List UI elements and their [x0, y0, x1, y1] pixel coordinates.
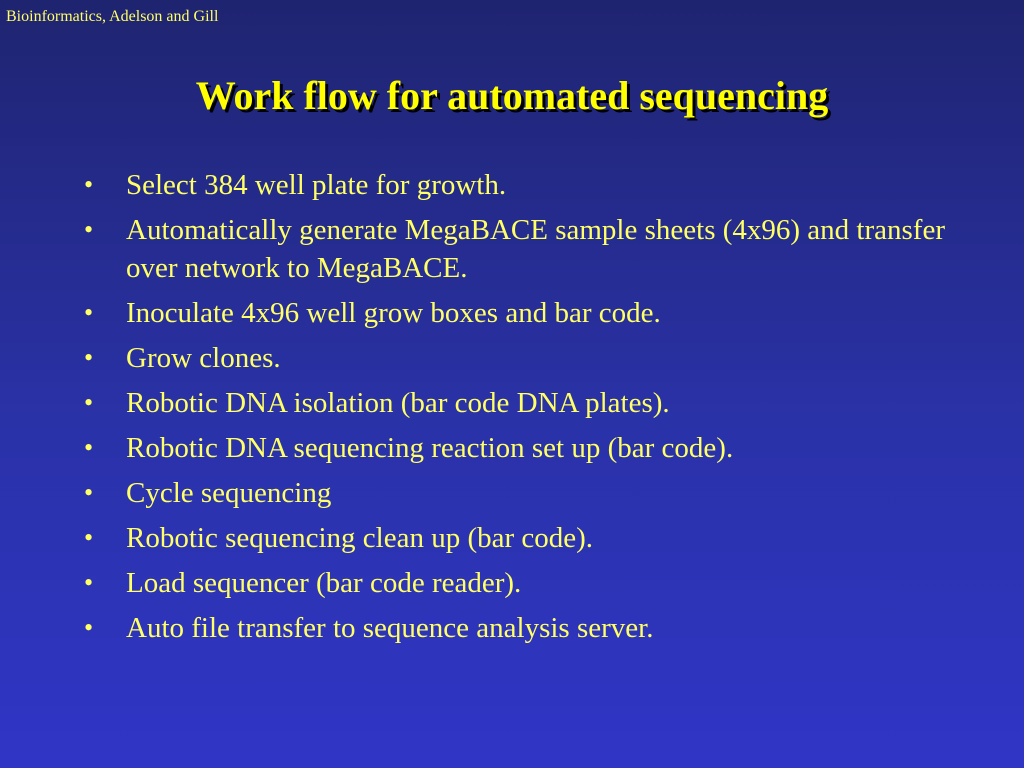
- bullet-text: Automatically generate MegaBACE sample s…: [126, 214, 945, 284]
- bullet-icon: •: [84, 298, 94, 327]
- bullet-item: • Robotic DNA sequencing reaction set up…: [84, 429, 964, 467]
- bullet-item: • Grow clones.: [84, 339, 964, 377]
- bullet-text: Select 384 well plate for growth.: [126, 169, 507, 201]
- bullet-text: Robotic sequencing clean up (bar code).: [126, 522, 594, 554]
- bullet-item: • Automatically generate MegaBACE sample…: [84, 211, 964, 287]
- bullet-item: • Load sequencer (bar code reader).: [84, 564, 964, 602]
- bullet-text: Cycle sequencing: [126, 477, 332, 509]
- bullet-icon: •: [84, 343, 94, 372]
- bullet-text: Robotic DNA isolation (bar code DNA plat…: [126, 387, 670, 419]
- bullet-text: Auto file transfer to sequence analysis …: [126, 612, 654, 644]
- slide-title: Work flow for automated sequencing: [195, 73, 829, 118]
- bullet-icon: •: [84, 523, 94, 552]
- bullet-item: • Robotic sequencing clean up (bar code)…: [84, 519, 964, 557]
- bullet-icon: •: [84, 388, 94, 417]
- bullet-icon: •: [84, 478, 94, 507]
- bullet-item: • Robotic DNA isolation (bar code DNA pl…: [84, 384, 964, 422]
- bullet-icon: •: [84, 433, 94, 462]
- bullet-list: • Select 384 well plate for growth. • Au…: [84, 166, 964, 654]
- bullet-icon: •: [84, 568, 94, 597]
- bullet-text: Load sequencer (bar code reader).: [126, 567, 522, 599]
- bullet-text: Robotic DNA sequencing reaction set up (…: [126, 432, 734, 464]
- bullet-icon: •: [84, 613, 94, 642]
- bullet-item: • Cycle sequencing: [84, 474, 964, 512]
- bullet-text: Grow clones.: [126, 342, 281, 374]
- bullet-icon: •: [84, 215, 94, 244]
- header-note: Bioinformatics, Adelson and Gill: [6, 8, 219, 25]
- bullet-item: • Select 384 well plate for growth.: [84, 166, 964, 204]
- bullet-item: • Inoculate 4x96 well grow boxes and bar…: [84, 294, 964, 332]
- bullet-text: Inoculate 4x96 well grow boxes and bar c…: [126, 297, 661, 329]
- bullet-icon: •: [84, 170, 94, 199]
- bullet-item: • Auto file transfer to sequence analysi…: [84, 609, 964, 647]
